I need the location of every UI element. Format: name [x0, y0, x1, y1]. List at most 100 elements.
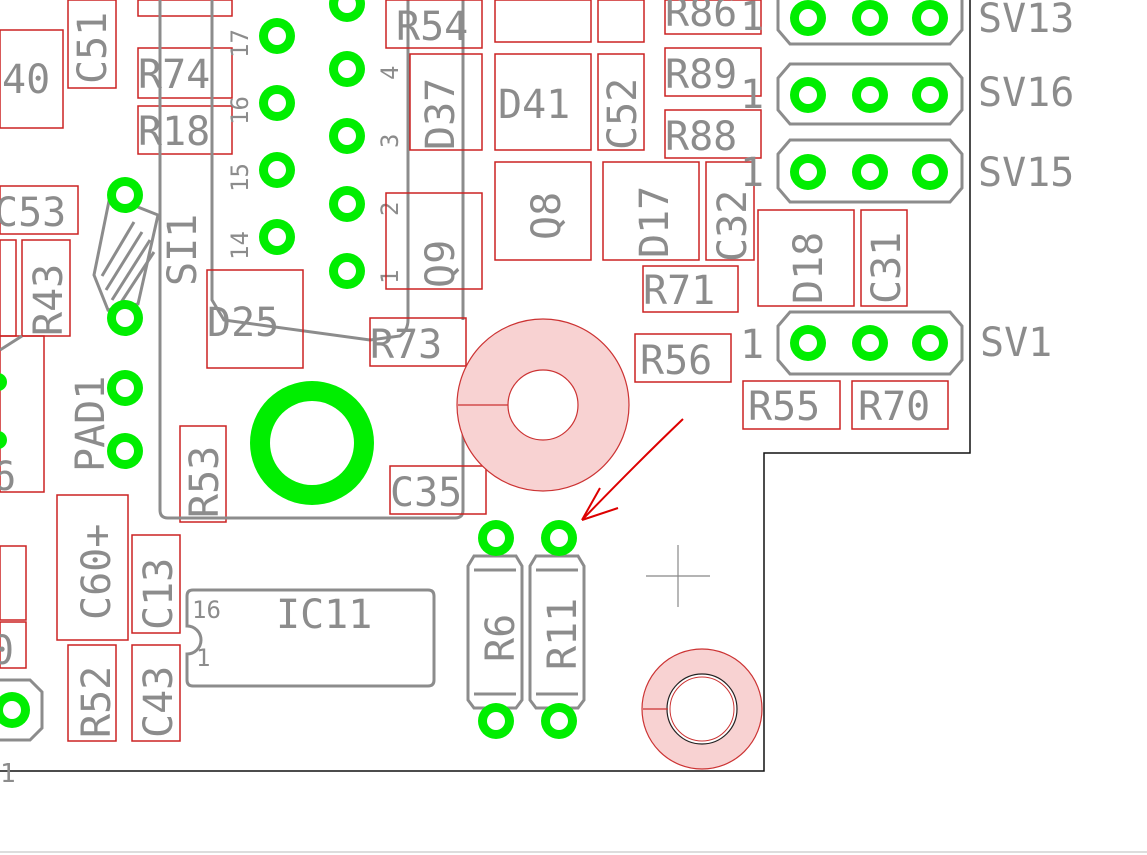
- label-si1: SI1: [160, 214, 206, 286]
- part-outline-top: [137, 0, 233, 17]
- label-c35: C35: [390, 470, 462, 516]
- pad1-header: [107, 370, 143, 469]
- label-sv15-pin1: 1: [740, 150, 764, 196]
- part-outline-left-mid: [0, 545, 27, 621]
- part-outline-r70: [851, 380, 949, 430]
- pin-label-3: 3: [376, 134, 404, 148]
- part-outline-d25: [206, 269, 304, 369]
- pin-label-2: 2: [376, 202, 404, 216]
- part-outline-r53: [179, 425, 227, 523]
- partial-pad-left-a: [0, 373, 7, 391]
- label-sv13: SV13: [978, 0, 1074, 42]
- part-outline-c53: [0, 185, 79, 235]
- label-r18: R18: [138, 109, 210, 155]
- label-r6: R6: [478, 614, 524, 662]
- part-outline-d17: [602, 161, 700, 261]
- connector-sv13: [776, 0, 964, 46]
- part-outline-c43: [131, 644, 181, 742]
- part-outline-c52: [597, 53, 645, 151]
- pin-label-15: 15: [226, 163, 254, 192]
- pin-label-1: 1: [376, 270, 404, 284]
- label-c32: C32: [710, 190, 756, 262]
- connector-sv15: [776, 138, 964, 204]
- part-outline-d18: [757, 209, 855, 307]
- partial-pad-bottom-left-hole: [3, 701, 21, 719]
- label-r43: R43: [26, 264, 72, 336]
- part-outline-r18: [137, 105, 233, 155]
- part-outline-c32: [705, 161, 755, 261]
- label-c31: C31: [864, 232, 910, 304]
- label-c52: C52: [600, 78, 646, 150]
- label-r88: R88: [665, 114, 737, 160]
- pin-label-4: 4: [376, 66, 404, 80]
- label-d18: D18: [786, 232, 832, 304]
- board-outline: [0, 0, 971, 772]
- label-q8: Q8: [524, 192, 570, 240]
- part-outline-left-small: [0, 239, 17, 337]
- label-c43: C43: [136, 666, 182, 738]
- label-r56: R56: [640, 338, 712, 384]
- pin-label-14: 14: [226, 231, 254, 260]
- label-partial-0: 0: [0, 628, 14, 674]
- label-c53: C53: [0, 190, 66, 236]
- part-outline-r73: [369, 317, 467, 367]
- part-outline-40: [0, 29, 64, 129]
- part-outline-c31: [860, 209, 908, 307]
- label-r52: R52: [74, 666, 120, 738]
- label-d41: D41: [498, 82, 570, 128]
- part-outline-left-low: [0, 621, 27, 669]
- label-d25: D25: [207, 300, 279, 346]
- part-outline-r89: [664, 47, 762, 97]
- label-sv16: SV16: [978, 70, 1074, 116]
- pin-label-16: 16: [226, 96, 254, 125]
- part-outline-r56: [634, 333, 732, 383]
- partial-pad-left-b: [0, 431, 7, 449]
- part-outline-r52: [67, 644, 117, 742]
- part-outline-q8: [494, 161, 592, 261]
- label-sv15: SV15: [978, 150, 1074, 196]
- label-r74: R74: [138, 52, 210, 98]
- ic11-pin1: 1: [196, 644, 210, 672]
- label-sv16-pin1: 1: [740, 72, 764, 118]
- label-c60: C60+: [74, 524, 120, 620]
- ic11-pin16: 16: [192, 596, 221, 624]
- mounting-hole-small: [641, 648, 763, 770]
- silk-bottom-left-pad: [0, 678, 44, 742]
- connector-pads: [259, 0, 365, 289]
- label-r70: R70: [858, 384, 930, 430]
- part-outline-c-top: [597, 0, 645, 43]
- part-outline-d37: [409, 53, 483, 151]
- resistor-r11: [528, 520, 586, 739]
- part-outline-r55: [742, 380, 841, 430]
- label-r73: R73: [370, 322, 442, 368]
- origin-crosshair: [646, 545, 710, 607]
- pin-label-17: 17: [226, 29, 254, 58]
- label-sv13-pin1: 1: [740, 0, 764, 40]
- label-partial-6: 6: [0, 454, 16, 500]
- part-outline-q9: [385, 192, 483, 290]
- label-c13: C13: [136, 558, 182, 630]
- part-outline-c51: [67, 0, 117, 89]
- silk-left-bracket: [0, 334, 23, 352]
- label-pad1: PAD1: [68, 376, 114, 472]
- part-outline-r43: [21, 239, 71, 337]
- label-d37: D37: [418, 78, 464, 150]
- label-r55: R55: [748, 384, 820, 430]
- label-r86: R86: [665, 0, 737, 36]
- label-r89: R89: [665, 52, 737, 98]
- connector-sv16: [776, 62, 964, 126]
- label-d17: D17: [632, 186, 678, 258]
- label-r71: R71: [643, 268, 715, 314]
- label-partial-1: 1: [0, 759, 16, 789]
- part-outline-c13: [131, 534, 181, 634]
- part-outline-r54: [385, 0, 483, 49]
- part-outline-r88: [664, 109, 762, 159]
- label-partial-40: 40: [2, 57, 50, 103]
- label-r11: R11: [540, 598, 586, 670]
- part-outline-r86: [664, 0, 762, 35]
- part-outline-d39: [494, 0, 592, 43]
- part-outline-r74: [137, 47, 233, 99]
- label-sv1-pin1: 1: [740, 322, 764, 368]
- fuse-si1: [92, 177, 160, 336]
